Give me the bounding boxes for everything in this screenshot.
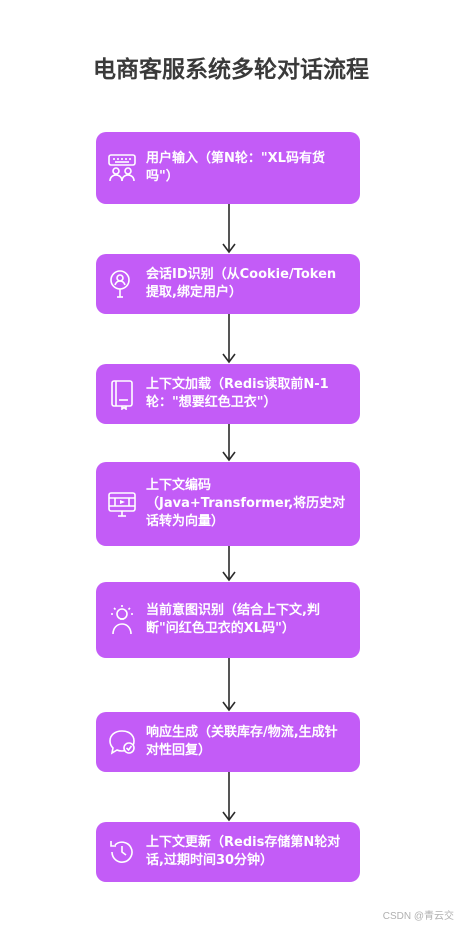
step-context-update: 上下文更新（Redis存储第N轮对话,过期时间30分钟） [96,822,360,882]
step-response-generation: 响应生成（关联库存/物流,生成针对性回复） [96,712,360,772]
step-label: 会话ID识别（从Cookie/Token提取,绑定用户） [146,267,337,300]
step-label: 上下文更新（Redis存储第N轮对话,过期时间30分钟） [146,835,341,868]
step-user-input: 用户输入（第N轮："XL码有货吗"） [96,132,360,204]
step-context-encode: 上下文编码（Java+Transformer,将历史对话转为向量） [96,462,360,546]
step-label: 上下文加载（Redis读取前N-1轮："想要红色卫衣"） [146,377,329,410]
diagram-title: 电商客服系统多轮对话流程 [93,57,369,83]
keyboard-users-icon [106,152,138,184]
step-label: 响应生成（关联库存/物流,生成针对性回复） [146,725,338,758]
step-label: 当前意图识别（结合上下文,判断"问红色卫衣的XL码"） [146,603,320,636]
step-label: 用户输入（第N轮："XL码有货吗"） [146,151,325,184]
flow-arrow [219,204,239,254]
notebook-icon [106,378,138,410]
flow-arrow [219,314,239,364]
watermark: CSDN @青云交 [382,911,454,922]
step-intent-recognition: 当前意图识别（结合上下文,判断"问红色卫衣的XL码"） [96,582,360,658]
flow-arrow [219,546,239,582]
history-clock-icon [106,836,138,868]
flow-arrow [219,424,239,462]
monitor-film-icon [106,488,138,520]
flow-arrow [219,658,239,712]
chat-check-icon [106,726,138,758]
lightbulb-person-icon [106,604,138,636]
step-label: 上下文编码（Java+Transformer,将历史对话转为向量） [146,478,346,529]
id-search-icon [106,268,138,300]
step-session-id: 会话ID识别（从Cookie/Token提取,绑定用户） [96,254,360,314]
flow-arrow [219,772,239,822]
step-context-load: 上下文加载（Redis读取前N-1轮："想要红色卫衣"） [96,364,360,424]
